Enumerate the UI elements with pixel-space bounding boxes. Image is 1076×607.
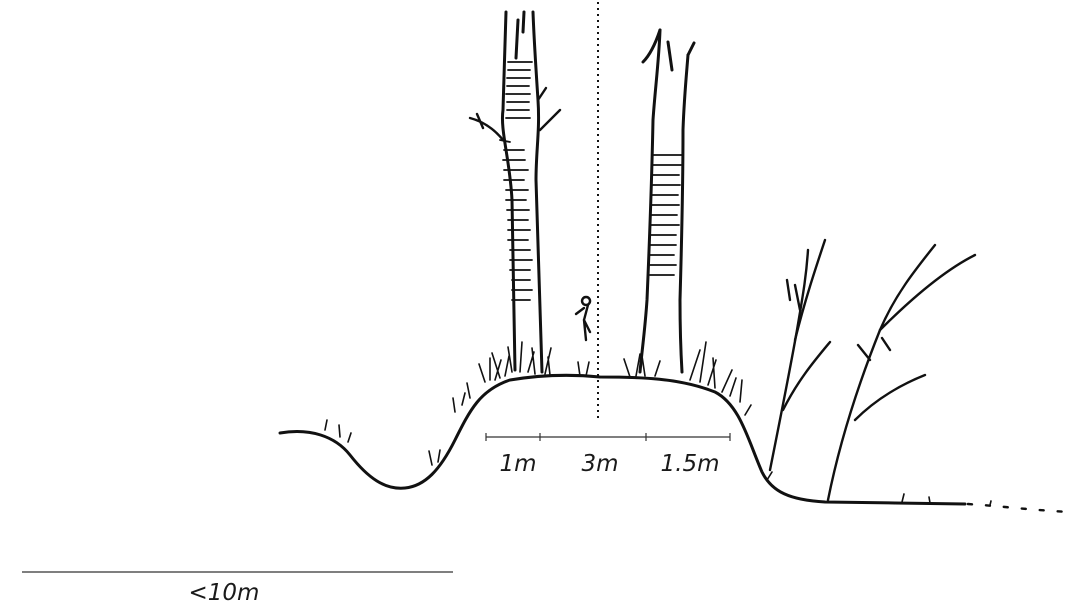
left-tree bbox=[470, 12, 560, 372]
overall-width-label: <10m bbox=[189, 580, 260, 606]
grass-tufts bbox=[479, 342, 742, 402]
left-verge-label: 1m bbox=[499, 451, 536, 477]
shrubs bbox=[770, 240, 975, 500]
ground-profile bbox=[280, 375, 1070, 512]
width-scale-bar bbox=[486, 433, 730, 441]
right-verge-label: 1.5m bbox=[661, 451, 720, 477]
person-figure bbox=[576, 297, 590, 340]
right-tree bbox=[640, 30, 694, 372]
center-path-label: 3m bbox=[581, 451, 618, 477]
